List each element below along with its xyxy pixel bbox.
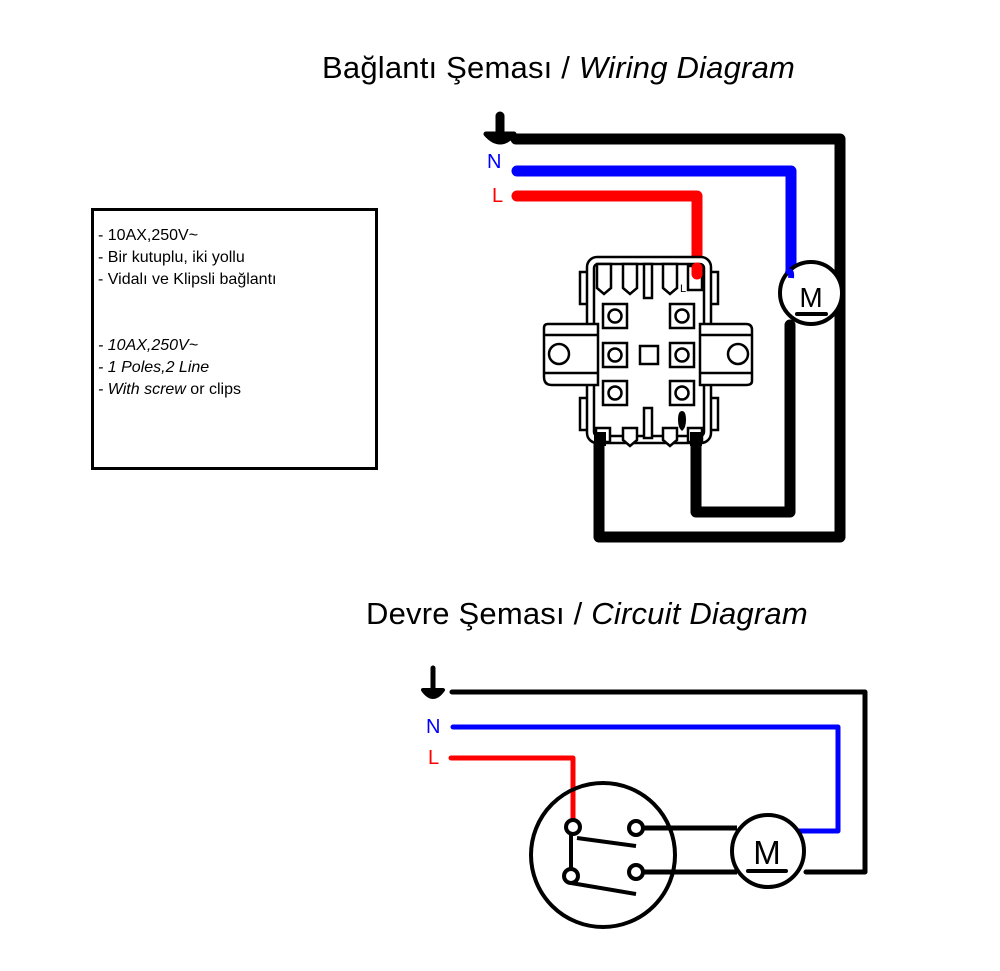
circuit-title-en: Circuit Diagram <box>591 596 808 631</box>
wiring-title-tr: Bağlantı Şeması / <box>322 50 571 85</box>
earth-icon <box>483 111 517 145</box>
spec-mount-tr: - Vidalı ve Klipsli bağlantı <box>98 271 277 288</box>
switch-symbol <box>529 781 677 929</box>
line-label: L <box>492 185 503 207</box>
circuit-diagram-title: Devre Şeması / Circuit Diagram <box>366 596 808 632</box>
wiring-title-en: Wiring Diagram <box>578 50 796 85</box>
neutral-label: N <box>426 716 440 738</box>
motor-label: M <box>799 282 822 313</box>
spec-mount-en: - With screw or clips <box>98 379 375 401</box>
wiring-diagram-title: Bağlantı Şeması / Wiring Diagram <box>322 50 795 86</box>
specifications-box: - 10AX,250V~ - Bir kutuplu, iki yollu - … <box>91 208 378 470</box>
line-wire <box>448 755 576 823</box>
switch-indicator <box>678 411 686 431</box>
switch-mechanism <box>542 255 754 448</box>
earth-wire <box>449 689 868 875</box>
motor-return-wire <box>690 319 796 518</box>
circuit-title-tr: Devre Şeması / <box>366 596 583 631</box>
spec-poles-en: - 1 Poles,2 Line <box>98 359 210 376</box>
motor-label: M <box>753 834 781 871</box>
spec-poles-tr: - Bir kutuplu, iki yollu <box>98 249 245 266</box>
neutral-wire <box>511 165 797 284</box>
spec-rating-en: - 10AX,250V~ <box>98 337 199 354</box>
spec-rating-tr: - 10AX,250V~ <box>98 227 199 244</box>
spec-mount-en-italic: - With screw <box>98 381 186 398</box>
neutral-wire <box>450 724 841 834</box>
spec-mount-en-rest: or clips <box>185 381 241 398</box>
line-label: L <box>428 747 439 769</box>
neutral-label: N <box>487 151 501 173</box>
motor-icon: M <box>778 260 844 326</box>
motor-icon: M <box>730 813 806 889</box>
wiring-diagram: N L <box>483 111 846 543</box>
terminal-l-label: L <box>680 283 686 295</box>
line-wire <box>511 190 703 279</box>
earth-icon <box>421 665 445 699</box>
earth-wire <box>510 133 846 543</box>
circuit-diagram: N L M <box>421 665 868 929</box>
